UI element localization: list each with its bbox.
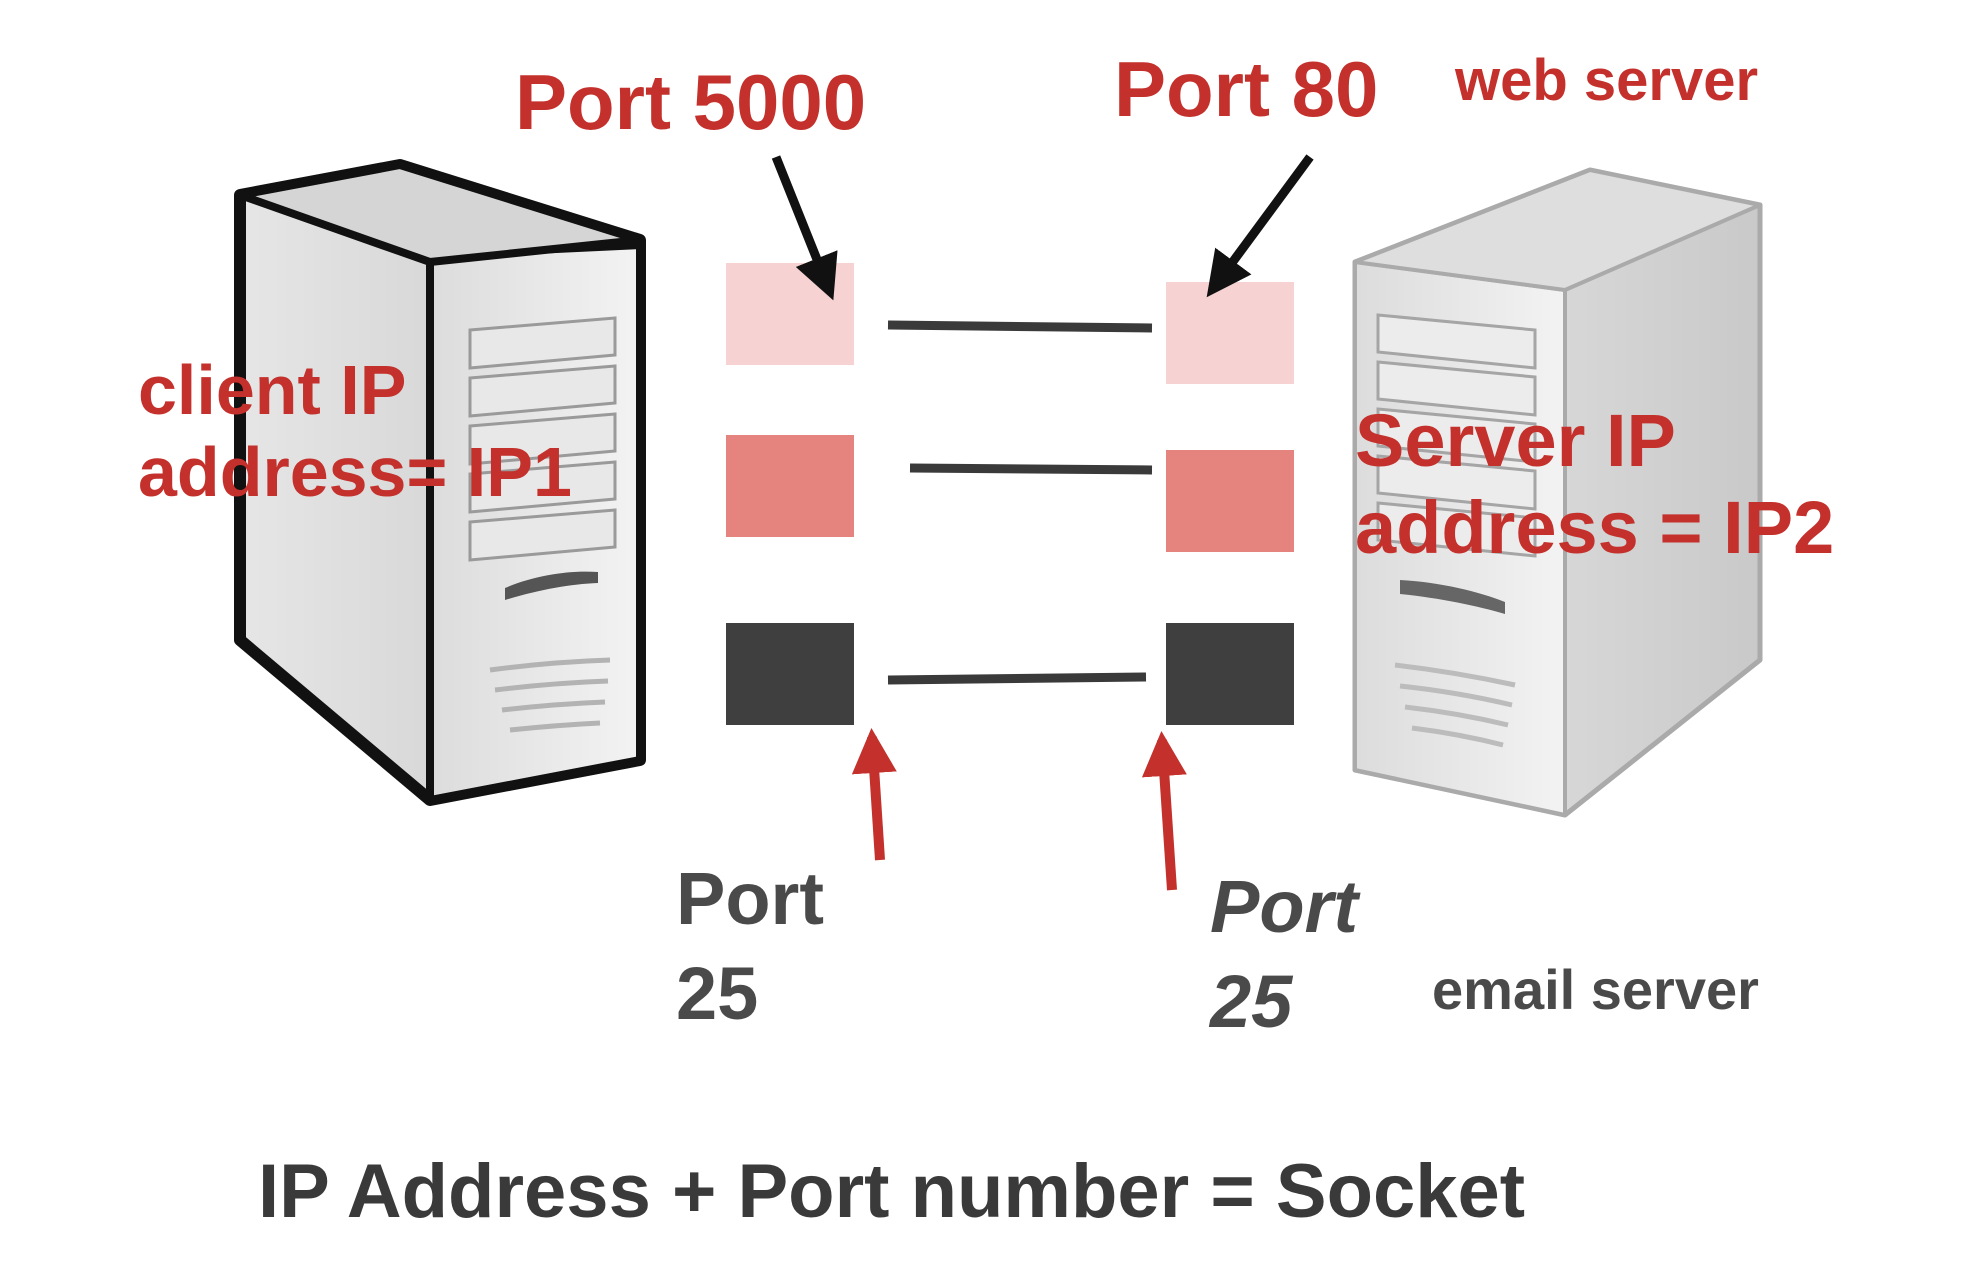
connection-line-bottom xyxy=(887,672,1147,685)
client-port-25-label-line1: Port xyxy=(676,857,824,940)
web-server-label: web server xyxy=(1455,48,1759,113)
client-ip-label: client IP address= IP1 xyxy=(138,350,572,514)
connection-line-top xyxy=(887,320,1153,333)
client-ip-label-line2: address= IP1 xyxy=(138,432,572,511)
client-port-25-label: Port 25 xyxy=(676,852,824,1041)
server-port-25-arrow xyxy=(1141,731,1187,891)
server-socket-port-80 xyxy=(1166,282,1294,384)
port-5000-label: Port 5000 xyxy=(515,58,867,146)
server-socket-middle xyxy=(1166,450,1294,552)
server-socket-port-25 xyxy=(1166,623,1294,725)
server-ip-label: Server IP address = IP2 xyxy=(1355,398,1834,571)
server-port-25-label: Port 25 xyxy=(1210,860,1358,1049)
email-server-label: email server xyxy=(1432,958,1759,1021)
server-port-25-label-line1: Port xyxy=(1210,865,1358,948)
server-ip-label-line1: Server IP xyxy=(1355,399,1676,482)
client-port-25-arrow xyxy=(851,728,897,861)
client-port-25-label-line2: 25 xyxy=(676,951,759,1035)
client-computer-icon xyxy=(234,159,646,806)
socket-formula: IP Address + Port number = Socket xyxy=(258,1149,1526,1234)
port-5000-arrow xyxy=(771,155,838,301)
port-80-label: Port 80 xyxy=(1114,45,1379,133)
client-ip-label-line1: client IP xyxy=(138,351,407,429)
client-socket-middle xyxy=(726,435,854,537)
server-ip-label-line2: address = IP2 xyxy=(1355,485,1835,569)
client-socket-port-25 xyxy=(726,623,854,725)
client-socket-port-5000 xyxy=(726,263,854,365)
server-computer-icon xyxy=(1352,167,1763,818)
server-port-25-label-line2: 25 xyxy=(1210,959,1293,1043)
connection-line-middle xyxy=(909,463,1153,475)
port-80-arrow xyxy=(1206,154,1314,298)
